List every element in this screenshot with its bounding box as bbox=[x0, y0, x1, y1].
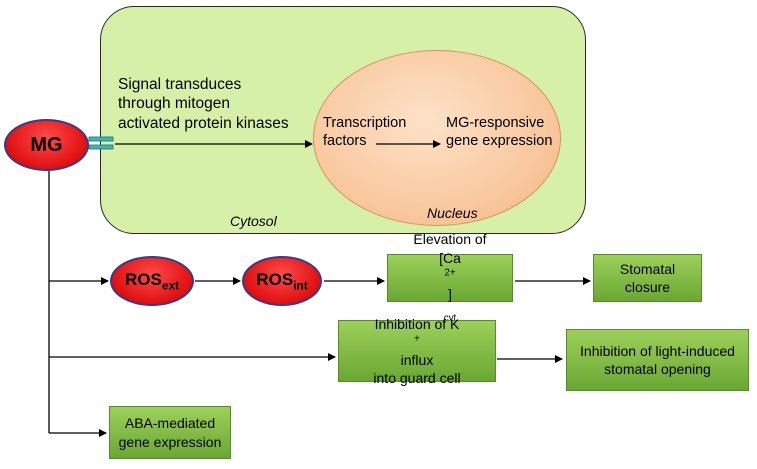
receptor-icon bbox=[88, 136, 114, 150]
cytosol-label: Cytosol bbox=[230, 213, 277, 229]
mg-responsive-text: MG-responsive gene expression bbox=[446, 115, 553, 150]
ros-int-label: ROSint bbox=[256, 269, 308, 293]
aba-box: ABA-mediated gene expression bbox=[109, 406, 231, 459]
mg-label: MG bbox=[30, 133, 63, 156]
nucleus-label: Nucleus bbox=[427, 205, 478, 221]
mg-node: MG bbox=[4, 119, 89, 171]
light-inhibition-box: Inhibition of light-induced stomatal ope… bbox=[566, 329, 749, 391]
ros-ext-node: ROSext bbox=[110, 256, 194, 306]
ros-ext-label: ROSext bbox=[124, 269, 180, 293]
ros-int-node: ROSint bbox=[242, 256, 322, 306]
transcription-factors-text: Transcription factors bbox=[323, 115, 407, 150]
signal-text: Signal transduces through mitogen activa… bbox=[118, 76, 289, 132]
nucleus-region bbox=[313, 50, 561, 226]
k-inhibition-box: Inhibition of K+ influx into guard cell bbox=[338, 316, 496, 386]
stomatal-closure-box: Stomatal closure bbox=[593, 254, 702, 302]
